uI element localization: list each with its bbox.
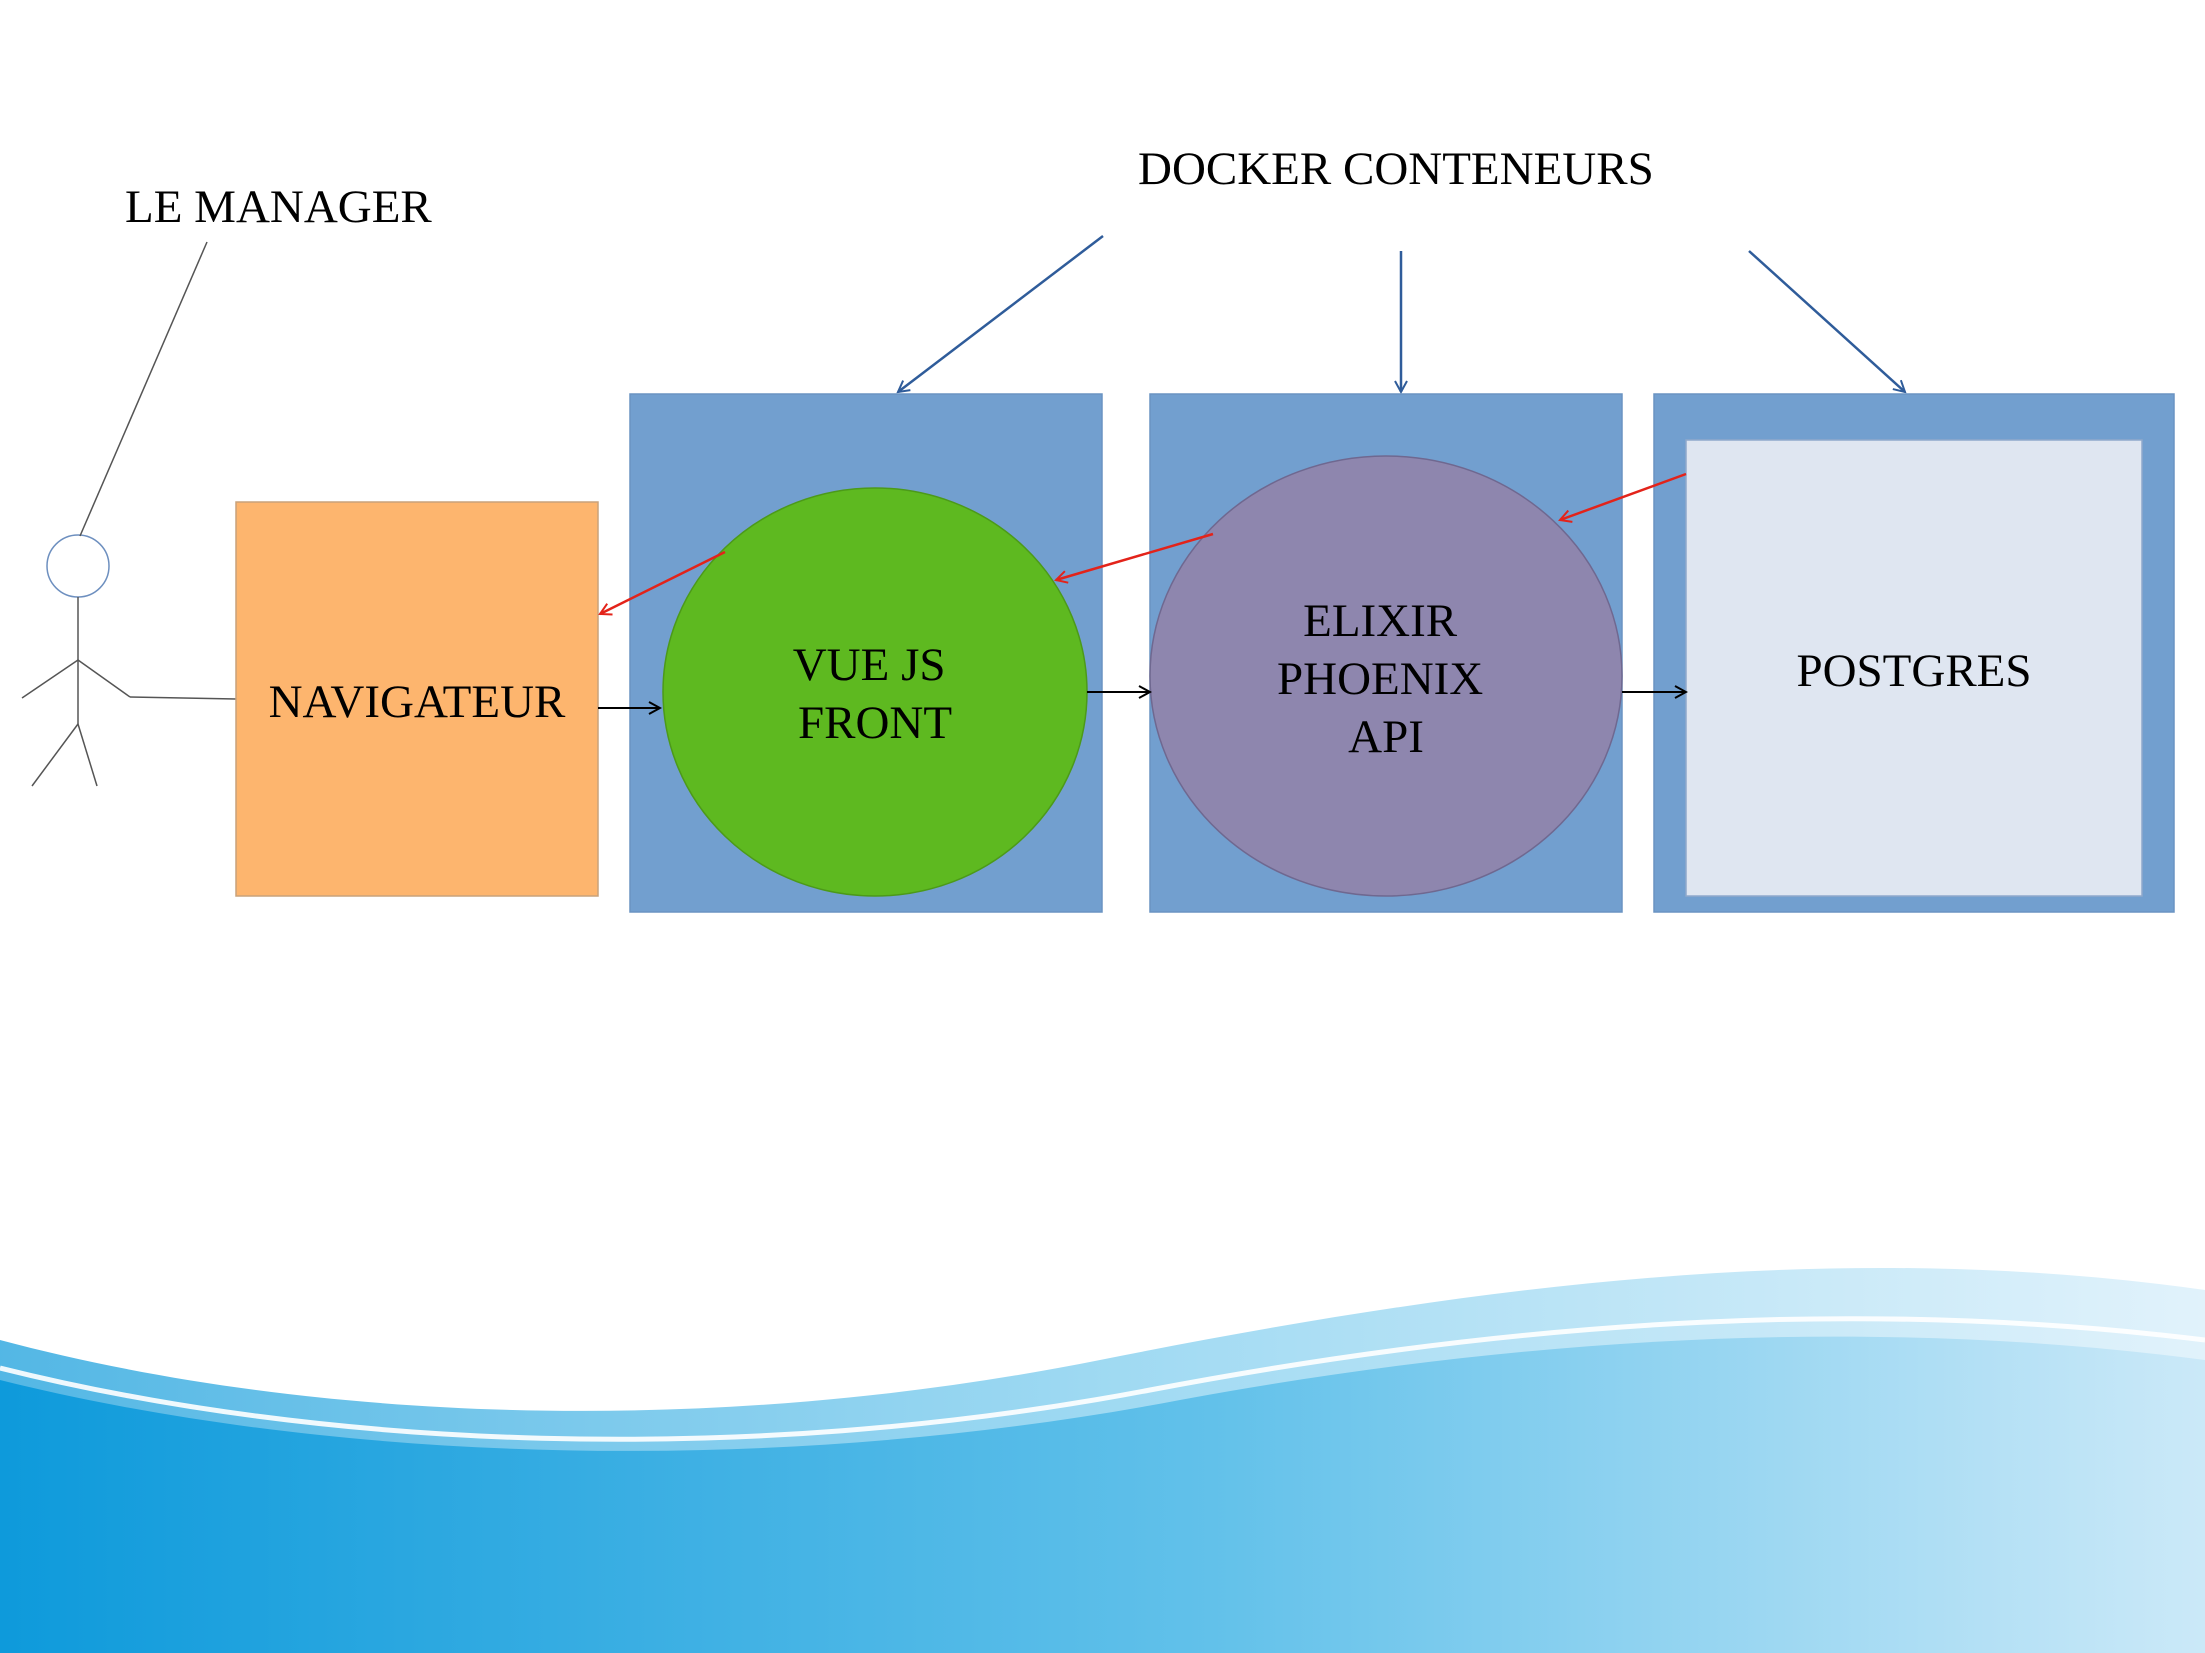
response-arrow-db-to-api xyxy=(1560,472,1687,520)
request-arrows xyxy=(598,692,1686,708)
actor-stick-figure xyxy=(21,534,131,787)
docker-containers-title: DOCKER CONTENEURS xyxy=(1138,143,1654,195)
front-label: VUE JS FRONT xyxy=(793,639,958,749)
actor-label: LE MANAGER xyxy=(125,181,432,233)
actor-to-browser-connector xyxy=(129,696,237,700)
container-pointer-arrows xyxy=(898,235,1905,392)
actor-head xyxy=(46,534,110,598)
actor-left-leg xyxy=(31,723,79,787)
database-box xyxy=(1685,439,2143,897)
api-node xyxy=(1149,455,1623,897)
footer-wave xyxy=(0,1267,2205,1653)
api-label-line-2: PHOENIX xyxy=(1277,653,1483,705)
actor-right-leg xyxy=(77,723,98,787)
front-label-line-2: FRONT xyxy=(798,697,952,749)
wave-highlight-line xyxy=(0,1316,2205,1442)
wave-band-lower xyxy=(0,1336,2205,1653)
response-arrows xyxy=(600,472,1687,614)
pointer-arrow-db xyxy=(1748,250,1905,392)
api-label-line-3: API xyxy=(1348,711,1424,763)
api-label: ELIXIR PHOENIX API xyxy=(1277,595,1495,763)
response-arrow-api-to-front xyxy=(1056,532,1214,580)
front-node xyxy=(662,487,1088,897)
api-label-line-1: ELIXIR xyxy=(1303,595,1458,647)
response-arrow-front-to-browser xyxy=(600,550,726,614)
browser-label: NAVIGATEUR xyxy=(269,676,566,728)
actor-left-arm xyxy=(21,659,79,699)
actor-label-connector xyxy=(79,241,208,537)
actor-right-arm xyxy=(77,659,131,698)
front-label-line-1: VUE JS xyxy=(793,639,946,691)
database-label: POSTGRES xyxy=(1796,645,2031,697)
browser-box xyxy=(235,501,599,897)
pointer-arrow-front xyxy=(898,235,1104,392)
